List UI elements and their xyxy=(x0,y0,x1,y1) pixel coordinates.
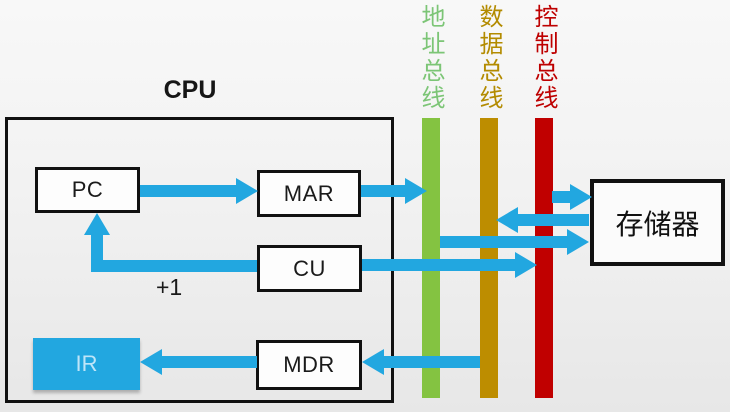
arrow-cu-to-pc-horizontal-shaft xyxy=(91,260,257,272)
control-bus-bar xyxy=(535,118,553,398)
arrow-mar-to-address-bus-head xyxy=(405,178,427,204)
memory-label: 存储器 xyxy=(615,209,700,241)
data-bus-label: 数据总线 xyxy=(475,4,501,112)
arrow-cu-to-pc-vertical-shaft xyxy=(91,233,103,272)
arrow-pc-to-mar-head xyxy=(236,178,258,204)
cu-box: CU xyxy=(257,245,362,292)
arrow-address-bus-to-memory-shaft xyxy=(440,236,567,248)
cpu-title: CPU xyxy=(163,76,217,104)
mar-label: MAR xyxy=(283,180,335,206)
ir-box: IR xyxy=(33,338,140,390)
arrow-data-bus-to-mdr-shaft xyxy=(384,356,480,368)
mar-box: MAR xyxy=(257,170,361,217)
plus-one-annotation: +1 xyxy=(156,274,183,300)
arrow-data-bus-to-mdr-head xyxy=(362,349,384,375)
arrow-bus-to-memory-top-shaft xyxy=(552,191,570,203)
arrow-memory-to-data-bus-head xyxy=(496,207,518,233)
arrow-bus-to-memory-top-head xyxy=(570,184,592,210)
mdr-box: MDR xyxy=(256,340,362,390)
arrow-pc-to-mar-shaft xyxy=(140,185,236,197)
arrow-memory-to-data-bus-shaft xyxy=(518,214,589,226)
cu-label: CU xyxy=(293,255,326,281)
ir-label: IR xyxy=(75,351,98,376)
arrow-cu-to-pc-head xyxy=(84,213,110,235)
arrow-cu-to-control-bus-shaft xyxy=(362,259,515,271)
address-bus-label: 地址总线 xyxy=(417,4,443,112)
arrow-mar-to-address-bus-shaft xyxy=(361,185,405,197)
mdr-label: MDR xyxy=(283,352,335,377)
pc-label: PC xyxy=(71,177,104,202)
control-bus-label: 控制总线 xyxy=(530,4,556,112)
memory-box: 存储器 xyxy=(590,179,725,266)
arrow-mdr-to-ir-head xyxy=(140,349,162,375)
pc-box: PC xyxy=(35,167,140,213)
arrow-cu-to-control-bus-head xyxy=(515,252,537,278)
data-bus-bar xyxy=(480,118,498,398)
arrow-address-bus-to-memory-head xyxy=(567,229,589,255)
arrow-mdr-to-ir-shaft xyxy=(162,356,257,368)
